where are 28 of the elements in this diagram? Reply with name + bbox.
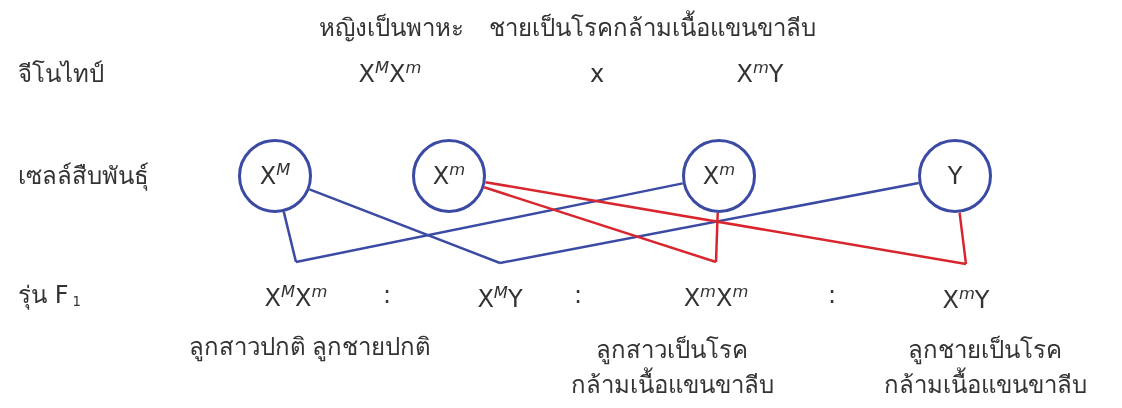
- offspring-description: ลูกชายปกติ: [311, 333, 431, 362]
- connector-line: [309, 188, 501, 265]
- group-heading: หญิงเป็นพาหะ: [318, 14, 464, 43]
- offspring-description: ลูกสาวปกติ: [188, 333, 306, 362]
- row-label: จีโนไทป์: [18, 60, 104, 89]
- connector-line: [483, 186, 717, 264]
- connector-line: [958, 212, 968, 265]
- row-label: เซลล์สืบพันธุ์: [18, 162, 149, 191]
- gamete-circle: Y: [918, 139, 992, 213]
- connector-line: [282, 211, 298, 263]
- offspring-genotype: X$^{m}$X$^{m}$: [656, 262, 776, 312]
- offspring-genotype: X$^{m}$Y: [906, 264, 1026, 314]
- offspring-genotype: X$^{M}$X$^{m}$: [236, 262, 356, 312]
- offspring-genotype: X$^{M}$Y: [440, 263, 560, 313]
- cross-symbol: x: [590, 60, 605, 89]
- gamete-circle: X$^{m}$: [682, 139, 756, 213]
- gamete-circle: X$^{m}$: [412, 139, 486, 213]
- gamete-circle: X$^{M}$: [238, 139, 312, 213]
- genotype-label: X$^{M}$X$^{m}$: [358, 60, 422, 89]
- offspring-description: ลูกชายเป็นโรค กล้ามเนื้อแขนขาลีบ: [882, 334, 1088, 401]
- ratio-colon: :: [574, 281, 583, 310]
- ratio-colon: :: [383, 281, 392, 310]
- genotype-label: X$^{m}$Y: [736, 60, 784, 89]
- connector-line: [295, 182, 683, 264]
- row-label: รุ่น F$_{1}$: [18, 281, 81, 310]
- ratio-colon: :: [828, 281, 837, 310]
- offspring-description: ลูกสาวเป็นโรค กล้ามเนื้อแขนขาลีบ: [569, 334, 775, 401]
- connector-line: [714, 212, 719, 263]
